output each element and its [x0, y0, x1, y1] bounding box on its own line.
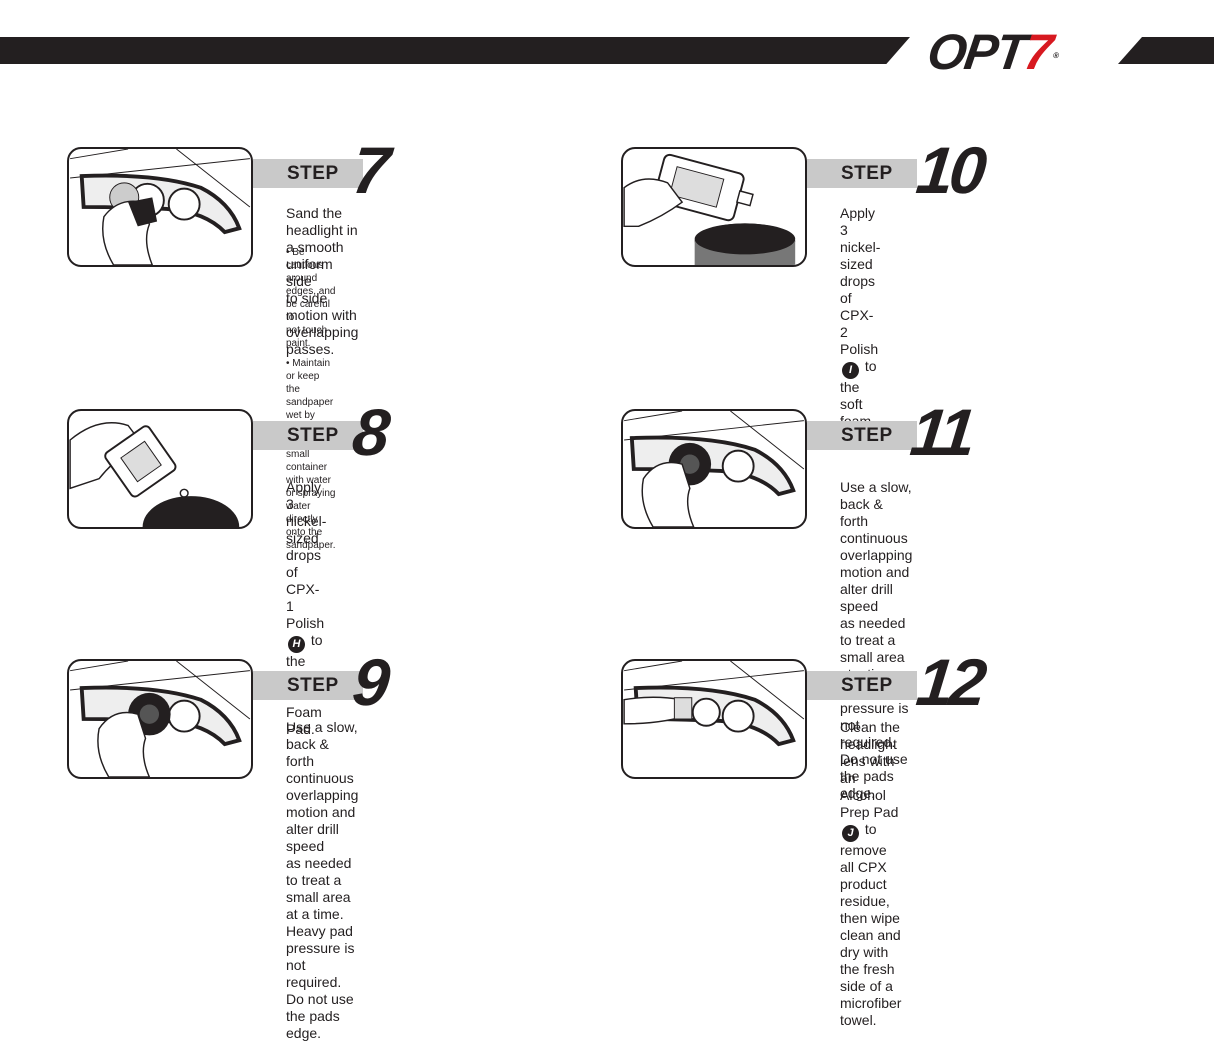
hand-sanding-headlight-icon: [67, 147, 253, 267]
step-number: 7: [349, 133, 390, 207]
step-description: Apply 3 nickel-sized drops of CPX-2 Poli…: [840, 205, 880, 447]
product-badge-i: I: [842, 362, 859, 379]
step-description: Clean the headlight lens with an Alcohol…: [840, 719, 901, 1029]
bottle-onto-firm-pad-icon: [67, 409, 253, 529]
step-label: STEP: [287, 163, 339, 184]
step-label: STEP: [841, 675, 893, 696]
step-description: Sand the headlight in a smooth uniform s…: [286, 205, 359, 357]
step-number: 8: [349, 395, 390, 469]
bottle-onto-soft-pad-icon: [621, 147, 807, 267]
logo-text: OPT: [924, 24, 1029, 80]
step-description: Use a slow, back & forth continuous over…: [286, 719, 359, 1041]
step-number: 11: [907, 395, 976, 469]
step-label: STEP: [287, 425, 339, 446]
product-badge-j: J: [842, 825, 859, 842]
step-banner: [253, 671, 363, 700]
step-banner: [807, 421, 917, 450]
step-label: STEP: [841, 425, 893, 446]
step-label: STEP: [287, 675, 339, 696]
step-number: 12: [913, 645, 987, 719]
desc-text: Clean the headlight lens with an Alcohol…: [840, 719, 900, 820]
desc-text: to remove all CPX product residue, then …: [840, 821, 902, 1028]
desc-text: Apply 3 nickel-sized drops of CPX-1 Poli…: [286, 479, 327, 631]
desc-text: Apply 3 nickel-sized drops of CPX-2 Poli…: [840, 205, 881, 357]
step-banner: [807, 671, 917, 700]
product-badge-h: H: [288, 636, 305, 653]
step-banner: [253, 421, 363, 450]
header-bar-left: [0, 37, 910, 64]
drill-polishing-headlight-icon: [67, 659, 253, 779]
step-number: 10: [913, 133, 987, 207]
step-number: 9: [349, 645, 390, 719]
drill-polishing-headlight-icon: [621, 409, 807, 529]
header-bar-right: [1118, 37, 1214, 64]
alcohol-pad-wiping-headlight-icon: [621, 659, 807, 779]
step-label: STEP: [841, 163, 893, 184]
step-banner: [807, 159, 917, 188]
step-description: Use a slow, back & forth continuous over…: [840, 479, 913, 801]
step-banner: [253, 159, 363, 188]
note-item: • Be cautious around edges, and be caref…: [286, 247, 336, 349]
